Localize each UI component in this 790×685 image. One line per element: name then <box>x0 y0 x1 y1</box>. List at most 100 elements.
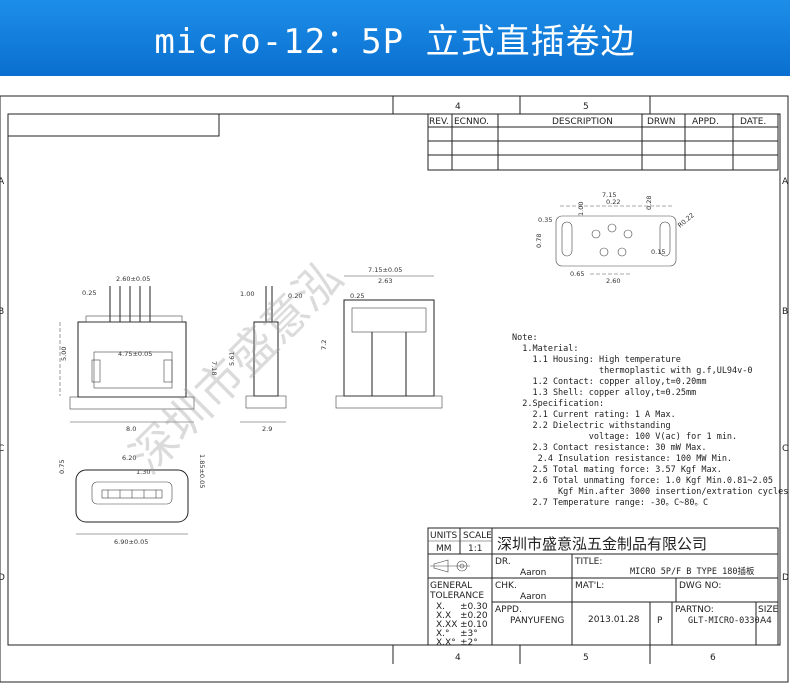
banner-title: micro-12：5P 立式直插卷边 <box>154 22 636 62</box>
fp-dim-100: 1.00 <box>577 202 585 216</box>
note-line: 1.2 Contact: copper alloy,t=0.20mm <box>512 377 706 387</box>
front-dim-025: 0.25 <box>82 289 96 297</box>
note-line: 2.Specification: <box>512 399 604 409</box>
chk-label: CHK. <box>495 581 517 591</box>
front-dim-80: 8.0 <box>126 425 136 433</box>
size-label: SIZE <box>758 605 779 615</box>
fp-dim-035: 0.35 <box>538 216 552 224</box>
tol-key: X.XX <box>436 620 457 630</box>
tol-val: ±0.10 <box>460 620 488 630</box>
tol-key: X.X° <box>436 638 456 648</box>
zone-top-4: 4 <box>455 102 461 112</box>
fp-dim-078: 0.78 <box>535 234 543 248</box>
zone-right-c: C <box>782 444 788 454</box>
dr-label: DR. <box>495 557 511 567</box>
title-banner: micro-12：5P 立式直插卷边 <box>0 0 790 76</box>
tolerance-title-1: GENERAL <box>430 581 472 591</box>
title-block: UNITS MM SCALE 1:1 深圳市盛意泓五金制品有限公司 GENERA… <box>427 527 779 648</box>
front-dim-500: 5.00 <box>60 347 68 361</box>
chk-value: Aaron <box>520 592 546 602</box>
description-header: DESCRIPTION <box>552 117 613 127</box>
appd-header: APPD. <box>692 117 719 127</box>
title-value: MICRO 5P/F B TYPE 180插板 <box>630 566 755 577</box>
revision-table: REV. ECNNO. DESCRIPTION DRWN APPD. DATE. <box>427 113 779 171</box>
zone-left-d: D <box>0 573 5 583</box>
p-label: P <box>657 616 663 626</box>
front-dim-475: 4.75±0.05 <box>118 350 152 358</box>
rear-dim-025: 0.25 <box>350 292 364 300</box>
face-dim-620: 6.20 <box>122 454 136 462</box>
note-line: 2.4 Insulation resistance: 100 MW Min. <box>512 454 732 464</box>
zone-bottom-6: 6 <box>710 653 716 663</box>
fp-dim-r022: R0.22 <box>676 211 696 229</box>
size-value: A4 <box>760 616 772 626</box>
rear-dim-width: 7.15±0.05 <box>368 266 402 274</box>
scale-label: SCALE <box>463 531 492 541</box>
scale-value: 1:1 <box>468 544 482 554</box>
tolerance-title-2: TOLERANCE <box>429 591 484 601</box>
zone-right-b: B <box>782 307 788 317</box>
face-dim-185: 1.85±0.05 <box>198 454 206 488</box>
fp-dim-015: 0.15 <box>651 248 665 256</box>
inner-frame <box>7 113 781 646</box>
note-line: 2.7 Temperature range: -30。C~80。C <box>512 498 708 508</box>
rear-view: 7.15±0.05 2.63 0.25 7.2 <box>320 266 443 409</box>
side-dim-29: 2.9 <box>262 425 272 433</box>
tol-val: ±3° <box>460 629 478 639</box>
footprint-view: 7.15 1.00 0.22 0.35 0.78 R0.22 0.28 0.15… <box>535 191 696 285</box>
title-label: TITLE: <box>574 557 602 567</box>
zone-left-b: B <box>0 307 4 317</box>
fp-dim-028: 0.28 <box>645 196 653 210</box>
front-view: 2.60±0.05 0.25 5.00 7.18 4.75±0.05 8.0 <box>59 275 218 433</box>
dwg-label: DWG NO: <box>679 581 721 591</box>
zone-right-a: A <box>782 177 789 187</box>
tol-key: X.° <box>436 629 450 639</box>
zone-left-a: A <box>0 177 5 187</box>
zone-bottom-4: 4 <box>455 653 461 663</box>
note-line: 2.5 Total mating force: 3.57 Kgf Max. <box>512 465 722 475</box>
face-dim-690: 6.90±0.05 <box>114 538 148 546</box>
fp-dim-width: 7.15 <box>602 191 616 199</box>
outer-frame <box>0 95 789 683</box>
company-name: 深圳市盛意泓五金制品有限公司 <box>497 535 707 553</box>
tol-val: ±0.30 <box>460 602 488 612</box>
projection-symbol <box>430 559 470 573</box>
ecn-header: ECNNO. <box>454 117 489 127</box>
rear-dim-263: 2.63 <box>378 277 392 285</box>
front-dim-pitch: 2.60±0.05 <box>116 275 150 283</box>
note-line: 2.2 Dielectric withstanding <box>512 421 671 431</box>
specification-notes: Note: 1.Material: 1.1 Housing: High temp… <box>512 333 788 508</box>
watermark-text: 深圳市盛意泓 <box>120 250 353 483</box>
face-dim-075: 0.75 <box>58 460 66 474</box>
side-view: 1.00 0.20 5.61 2.9 <box>228 286 302 433</box>
matl-label: MAT'L: <box>575 581 604 591</box>
fp-dim-022: 0.22 <box>606 198 620 206</box>
side-dim-100: 1.00 <box>240 290 254 298</box>
note-line: thermoplastic with g.f,UL94v-0 <box>512 366 753 376</box>
partno-value: GLT-MICRO-0330 <box>688 616 760 626</box>
dr-value: Aaron <box>520 568 546 578</box>
rear-dim-72: 7.2 <box>320 340 328 350</box>
note-line: Kgf Min.after 3000 insertion/extration c… <box>512 487 788 497</box>
fp-dim-065: 0.65 <box>570 270 584 278</box>
rev-header: REV. <box>429 117 449 127</box>
date-header: DATE. <box>740 117 766 127</box>
units-label: UNITS <box>430 531 457 541</box>
empty-label-box <box>7 113 220 137</box>
date-value: 2013.01.28 <box>588 615 640 625</box>
tol-val: ±2° <box>460 638 478 648</box>
face-dim-130: 1.30 <box>136 468 150 476</box>
drwn-header: DRWN <box>647 117 675 127</box>
front-dim-718: 7.18 <box>210 361 218 375</box>
side-dim-561: 5.61 <box>228 352 236 366</box>
zone-top-5: 5 <box>583 102 589 112</box>
fp-dim-260: 2.60 <box>606 277 620 285</box>
units-value: MM <box>436 544 452 554</box>
note-line: Note: <box>512 333 538 343</box>
tol-key: X. <box>436 602 445 612</box>
partno-label: PARTNO: <box>675 605 714 615</box>
note-line: 2.1 Current rating: 1 A Max. <box>512 410 676 420</box>
note-line: 2.6 Total unmating force: 1.0 Kgf Min.0.… <box>512 476 773 486</box>
tol-key: X.X <box>436 611 451 621</box>
side-dim-020: 0.20 <box>288 292 302 300</box>
